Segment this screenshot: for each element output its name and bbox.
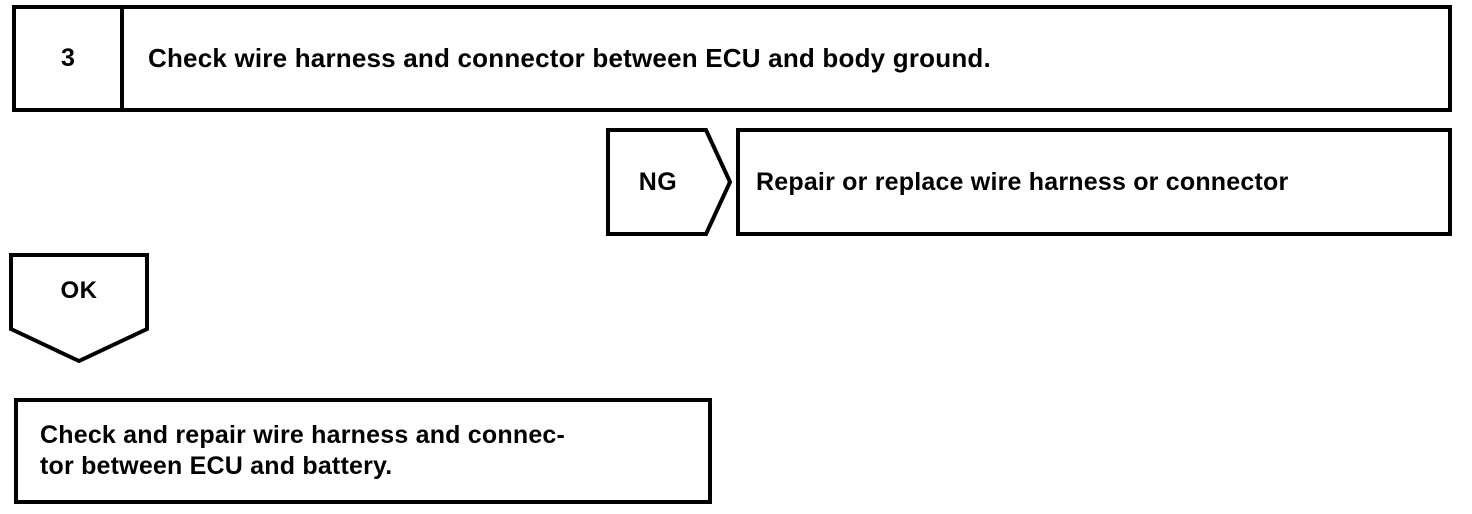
- result-action-box: Check and repair wire harness and connec…: [14, 398, 712, 504]
- arrow-right-pentagon-icon: [606, 128, 732, 236]
- step-number-text: 3: [61, 44, 75, 72]
- step-title-text: Check wire harness and connector between…: [148, 43, 991, 73]
- ok-branch-label: OK: [60, 277, 98, 304]
- step-title-cell: Check wire harness and connector between…: [124, 9, 1448, 108]
- repair-action-box: Repair or replace wire harness or connec…: [736, 128, 1452, 236]
- ng-branch-label: NG: [638, 167, 678, 196]
- result-action-text-line2: tor between ECU and battery.: [40, 452, 393, 480]
- step-row: 3 Check wire harness and connector betwe…: [12, 5, 1452, 112]
- step-number-cell: 3: [16, 9, 124, 108]
- repair-action-text: Repair or replace wire harness or connec…: [756, 167, 1289, 196]
- ok-branch-arrow: OK: [9, 253, 149, 363]
- result-action-text-line1: Check and repair wire harness and connec…: [40, 421, 566, 449]
- arrow-down-pentagon-icon: [9, 253, 149, 363]
- ng-branch-arrow: NG: [606, 128, 732, 236]
